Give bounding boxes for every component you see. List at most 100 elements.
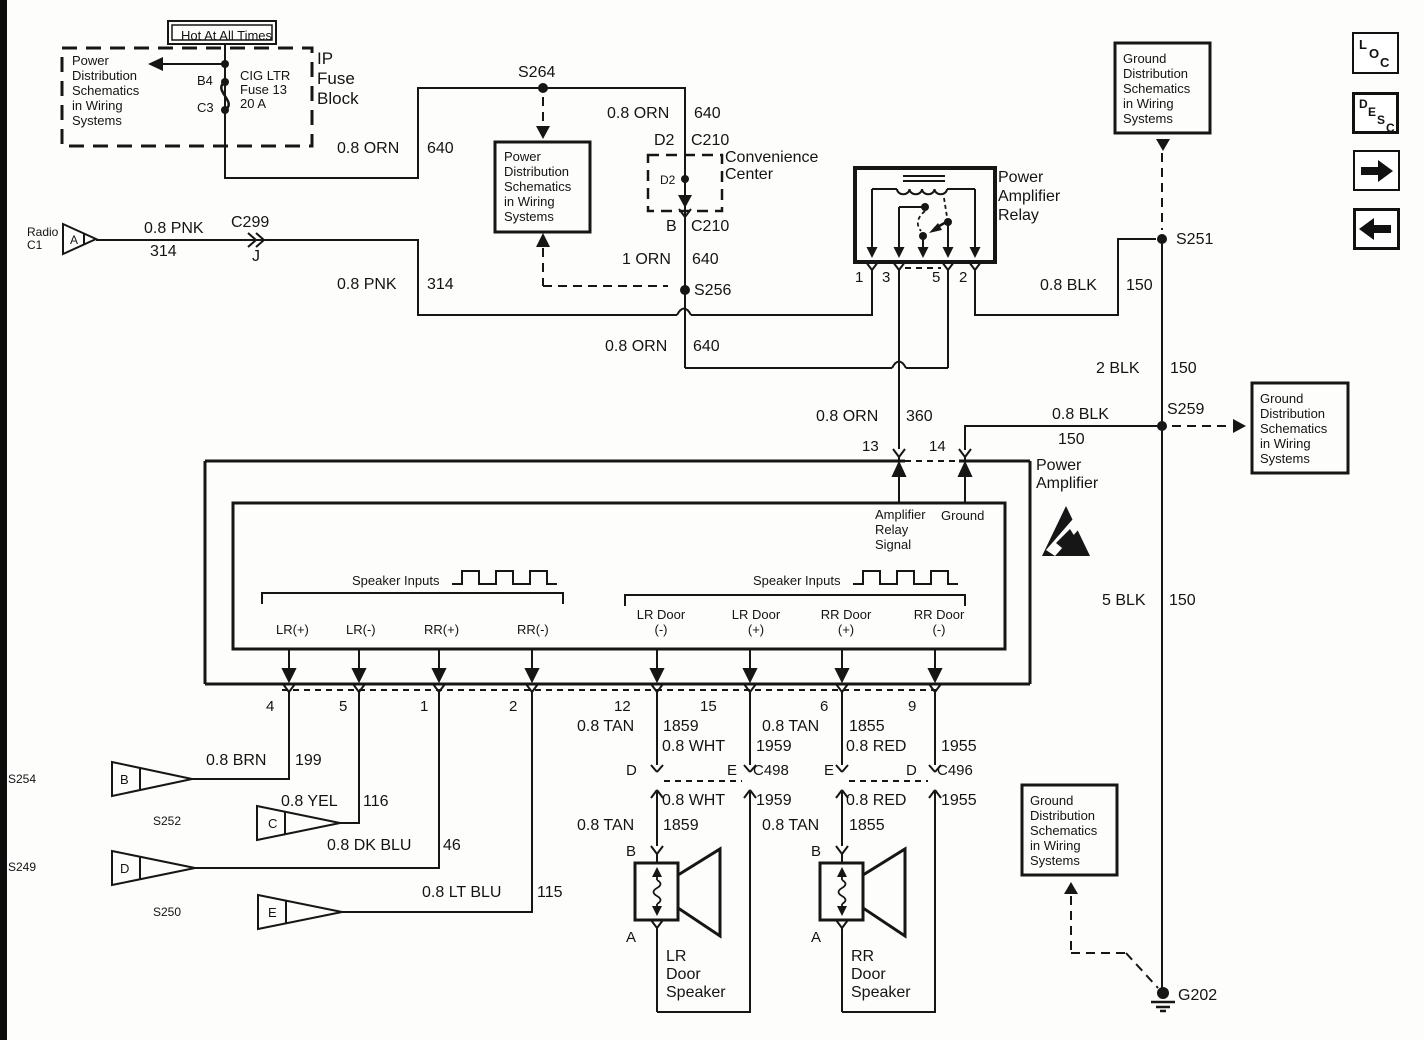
- connector-letter-d: D: [120, 861, 130, 876]
- splice-s251: S251: [1176, 231, 1214, 248]
- power-amplifier-relay-label: Power Amplifier Relay: [998, 169, 1061, 224]
- terminal-d2: D2: [654, 132, 675, 149]
- terminal-b: B: [666, 218, 677, 235]
- junction-dots: [221, 60, 1169, 999]
- wire-circuit: 1955: [941, 738, 977, 755]
- amp-pin-1: 1: [420, 698, 429, 715]
- wire-color: 0.8 ORN: [605, 338, 668, 355]
- power-amplifier-label: Power Amplifier: [1036, 457, 1099, 492]
- amp-out-lrdoor-plus: LR Door (+): [731, 607, 781, 637]
- speaker-inputs-right: Speaker Inputs: [753, 573, 841, 588]
- wire-color: 0.8 ORN: [337, 140, 400, 157]
- connector-c496: C496: [937, 762, 973, 779]
- amp-pin-12: 12: [614, 698, 631, 715]
- connector-letter-a: A: [70, 233, 79, 247]
- terminal-d-c496: D: [906, 762, 917, 779]
- relay-pin-3: 3: [882, 269, 891, 286]
- terminal-d-c498: D: [626, 762, 637, 779]
- c299-connector-icon: [247, 232, 266, 248]
- amp-input-relay-signal: Amplifier Relay Signal: [875, 507, 926, 552]
- amp-out-rr-plus: RR(+): [424, 622, 460, 637]
- hot-at-all-times-box: [167, 20, 277, 45]
- ip-fuse-block-box: [60, 46, 314, 148]
- hot-at-all-times-label: Hot At All Times: [181, 28, 273, 43]
- amp-out-rrdoor-minus: RR Door (-): [913, 607, 965, 637]
- wire-circuit: 116: [363, 793, 389, 810]
- reference-boxes: [60, 20, 1350, 877]
- wire-color: 1 ORN: [622, 251, 671, 268]
- wire-color: 0.8 PNK: [144, 220, 204, 237]
- connector-c299: C299: [231, 214, 270, 231]
- loc-button[interactable]: L O C: [1352, 32, 1399, 74]
- up-arrowhead: [1064, 882, 1078, 894]
- amplifier-arrows: [281, 460, 973, 684]
- wire-circuit: 640: [694, 105, 721, 122]
- wire-circuit: 1855: [849, 817, 885, 834]
- connector-letter-b: B: [120, 772, 129, 787]
- splice-s250: S250: [153, 905, 182, 919]
- square-wave-icon: [853, 570, 958, 585]
- wire-circuit: 199: [295, 752, 322, 769]
- ground-symbol: [1151, 1000, 1175, 1013]
- wire-color: 0.8 YEL: [281, 793, 338, 810]
- splice-s254: S254: [8, 772, 37, 786]
- power-amplifier-box: [203, 459, 1032, 686]
- terminal-y-glyphs: [282, 208, 982, 934]
- power-amplifier-relay: [853, 166, 997, 264]
- speaker-terminal-b: B: [626, 843, 637, 860]
- right-arrow-icon: [1361, 160, 1393, 182]
- wire-color: 2 BLK: [1096, 360, 1140, 377]
- relay-arrows: [866, 223, 981, 258]
- desc-button[interactable]: D E S C: [1352, 92, 1399, 134]
- terminal-e-c496: E: [824, 762, 835, 779]
- ground-dist-ref-box-top: [1113, 41, 1212, 135]
- ground-dist-ref-box-bottom: [1020, 783, 1119, 877]
- previous-page-button[interactable]: [1353, 208, 1400, 250]
- wire-circuit: 150: [1126, 277, 1153, 294]
- amp-pin-9: 9: [908, 698, 917, 715]
- wire-color: 0.8 ORN: [816, 408, 879, 425]
- amp-pin-5: 5: [339, 698, 348, 715]
- terminal-c3: C3: [197, 100, 214, 115]
- down-arrowhead: [1156, 139, 1170, 151]
- desc-letter: S: [1377, 113, 1386, 127]
- wire-color: 0.8 RED: [846, 738, 907, 755]
- relay-pin-1: 1: [855, 269, 864, 286]
- wire-circuit: 640: [427, 140, 454, 157]
- s250-connector-triangle: [257, 893, 343, 931]
- ref-power-dist: Power Distribution Schematics in Wiring …: [504, 149, 572, 224]
- terminal-b4: B4: [197, 73, 213, 88]
- down-arrowhead: [678, 195, 692, 208]
- terminal-e-c498: E: [727, 762, 738, 779]
- wire-circuit: 1959: [756, 792, 792, 809]
- connector-c210: C210: [691, 218, 730, 235]
- wire-color: 0.8 PNK: [337, 276, 397, 293]
- wire-circuit: 150: [1170, 360, 1197, 377]
- speaker-terminal-a: A: [626, 929, 637, 946]
- wire-circuit: 46: [443, 837, 461, 854]
- desc-letter: C: [1386, 121, 1395, 135]
- connector-c498: C498: [753, 762, 789, 779]
- wire-circuit: 314: [150, 243, 177, 260]
- amp-out-rr-minus: RR(-): [517, 622, 549, 637]
- wire-color: 0.8 TAN: [762, 718, 820, 735]
- ref-ground-dist-top: Ground Distribution Schematics in Wiring…: [1123, 51, 1191, 126]
- s254-connector-triangle: [111, 760, 193, 798]
- splice-s264: S264: [518, 64, 556, 81]
- wire-circuit: 1859: [663, 718, 699, 735]
- reference-arrowheads: [148, 57, 1246, 894]
- connector-letter-e: E: [268, 905, 277, 920]
- down-arrowhead: [536, 126, 550, 139]
- loc-letter: L: [1359, 37, 1367, 52]
- s252-connector-triangle: [256, 804, 341, 842]
- relay-pin-5: 5: [932, 269, 941, 286]
- connector-c210: C210: [691, 132, 730, 149]
- next-page-button[interactable]: [1353, 150, 1400, 191]
- terminal-j: J: [252, 248, 260, 265]
- amp-pin-15: 15: [700, 698, 717, 715]
- wire-color: 0.8 RED: [846, 792, 907, 809]
- amp-pin-14: 14: [929, 438, 946, 455]
